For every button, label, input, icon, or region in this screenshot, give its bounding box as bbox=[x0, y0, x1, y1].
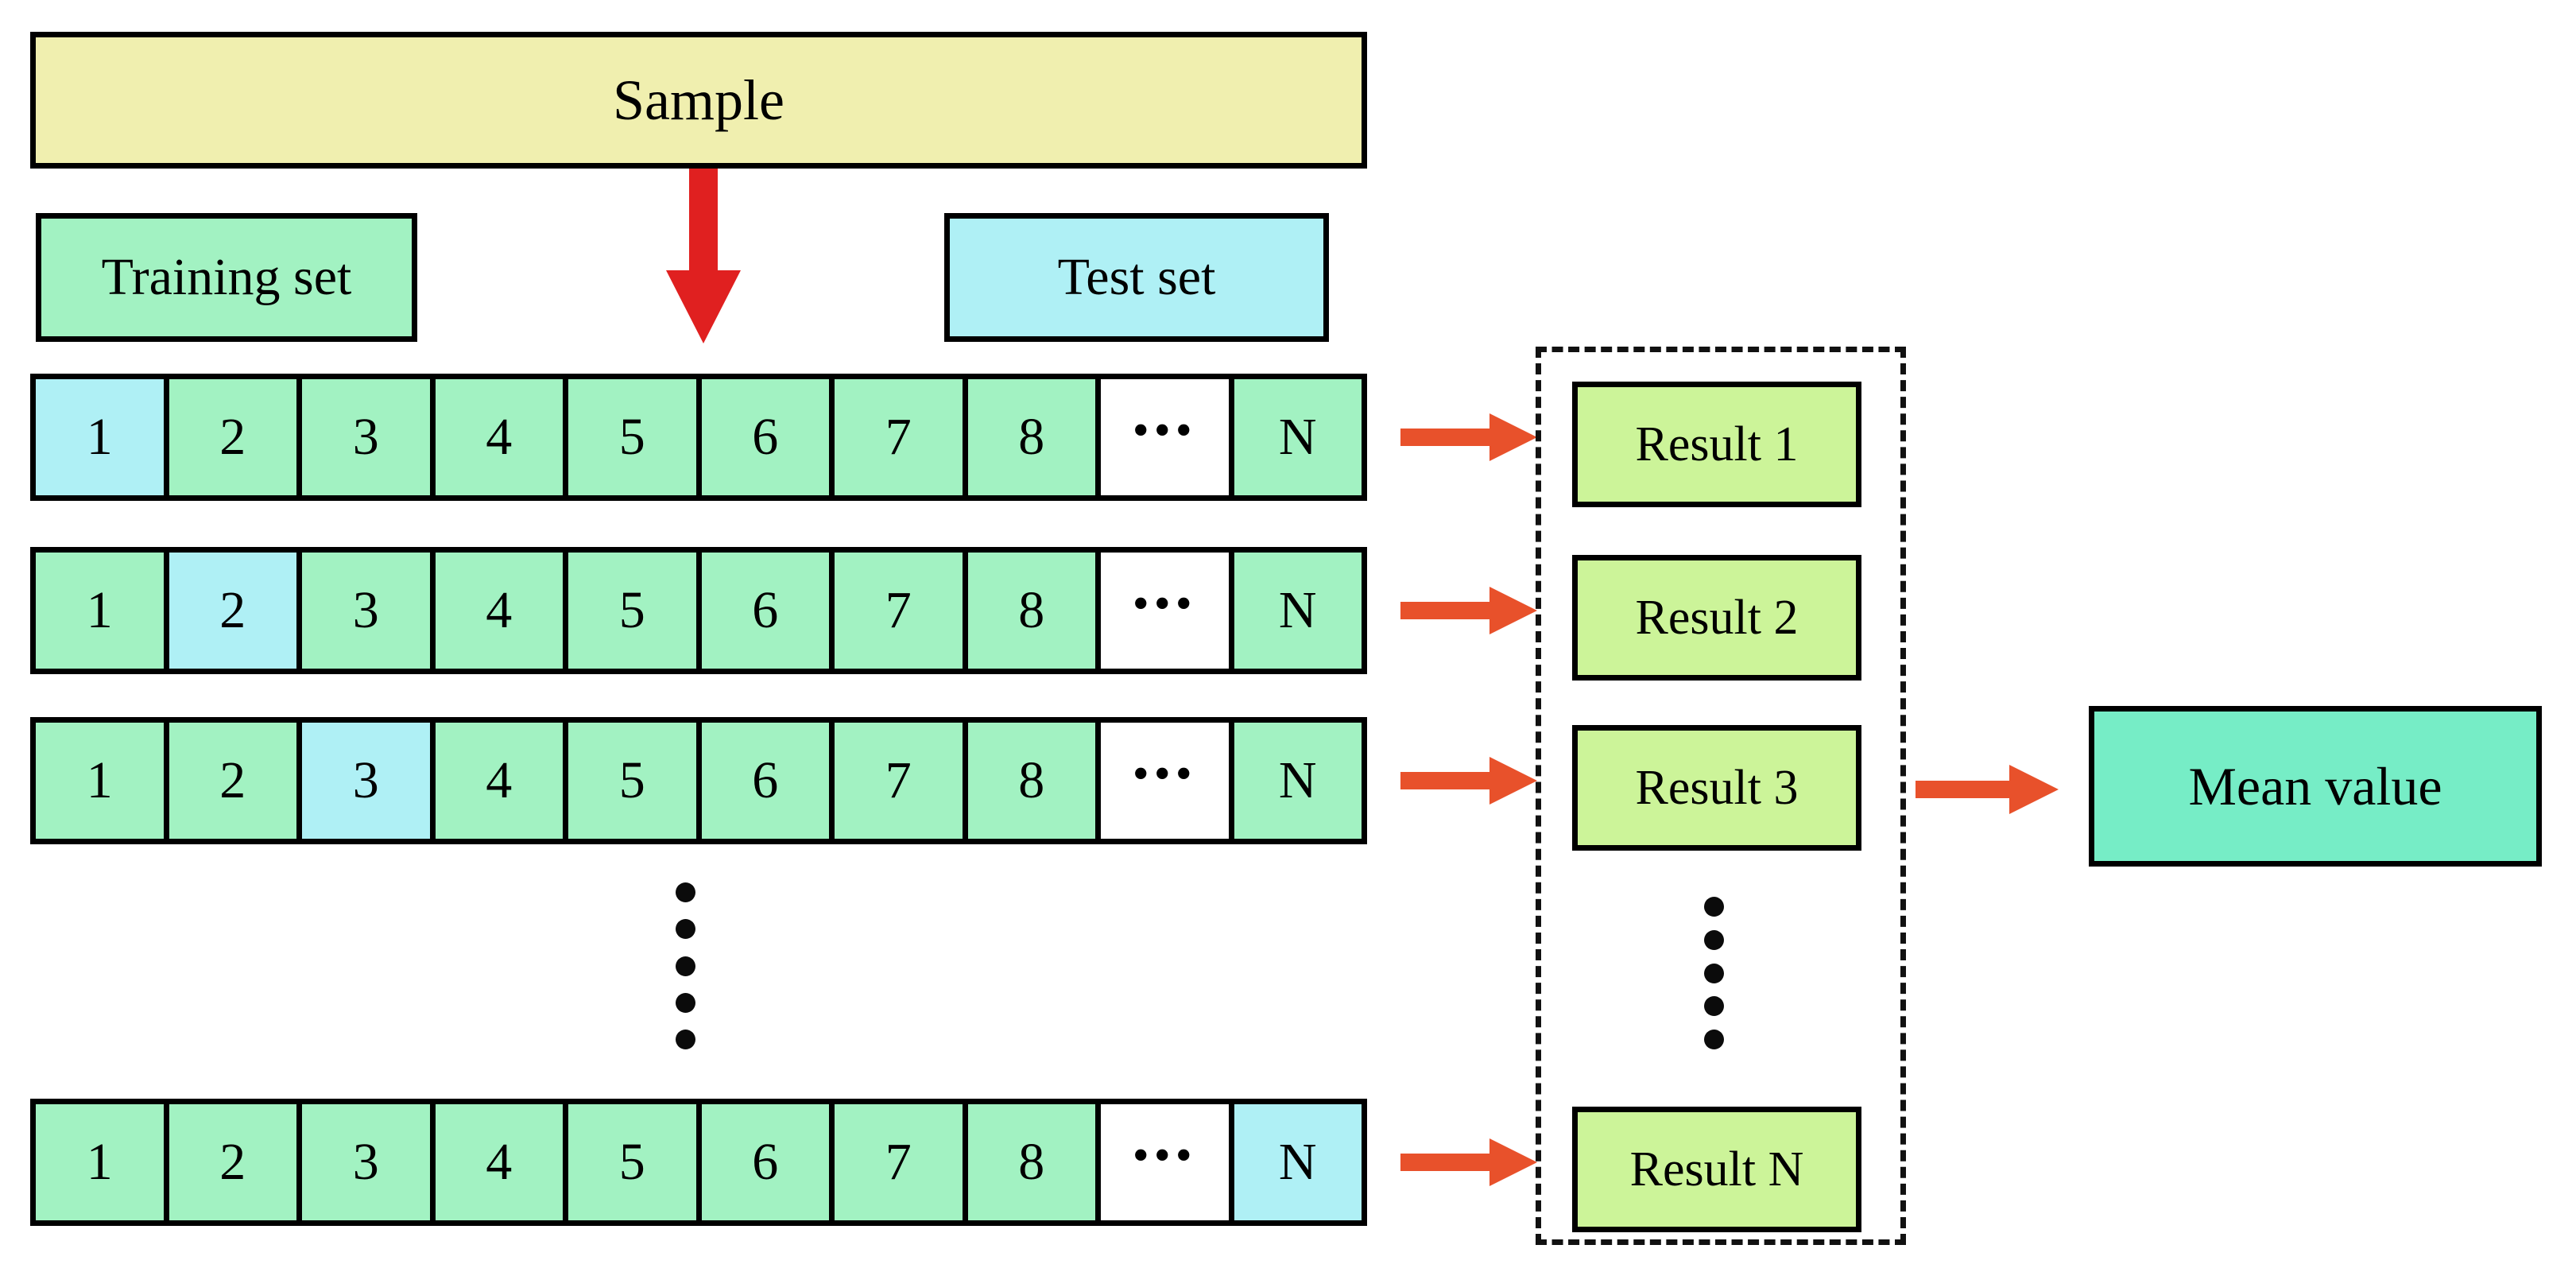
fold-cell: N bbox=[1234, 553, 1362, 669]
fold-cell: 4 bbox=[435, 723, 568, 839]
fold-cell: ••• bbox=[1101, 553, 1234, 669]
fold-cell: N bbox=[1234, 379, 1362, 495]
mean-value-box: Mean value bbox=[2089, 706, 2542, 867]
flow-arrow-mean bbox=[1916, 765, 2059, 814]
fold-cell: 5 bbox=[568, 1104, 702, 1220]
ellipsis-dot bbox=[675, 1030, 695, 1049]
flow-arrow-row-n bbox=[1400, 1138, 1537, 1186]
sample-label: Sample bbox=[613, 68, 784, 132]
fold-cell: 5 bbox=[568, 553, 702, 669]
rows-vertical-ellipsis bbox=[669, 882, 701, 1049]
fold-cell: 5 bbox=[568, 723, 702, 839]
fold-cell: 4 bbox=[435, 553, 568, 669]
fold-cell: N bbox=[1234, 1104, 1362, 1220]
results-vertical-ellipsis bbox=[1698, 897, 1730, 1049]
fold-cell: 8 bbox=[967, 723, 1101, 839]
test-set-label: Test set bbox=[1057, 248, 1216, 306]
flow-arrow-row-1 bbox=[1400, 413, 1537, 461]
fold-cell: 2 bbox=[169, 1104, 302, 1220]
fold-cell: 2 bbox=[169, 379, 302, 495]
fold-cell: 3 bbox=[302, 379, 436, 495]
fold-cell: 2 bbox=[169, 723, 302, 839]
test-set-legend: Test set bbox=[944, 213, 1329, 342]
fold-cell: ••• bbox=[1101, 1104, 1234, 1220]
ellipsis-dot bbox=[1703, 963, 1724, 983]
fold-cell: N bbox=[1234, 723, 1362, 839]
fold-cell: 3 bbox=[302, 1104, 436, 1220]
fold-cell: 7 bbox=[835, 723, 968, 839]
fold-cell: 3 bbox=[302, 723, 436, 839]
fold-cell: 4 bbox=[435, 379, 568, 495]
ellipsis-dot bbox=[675, 919, 695, 940]
mean-value-label: Mean value bbox=[2188, 756, 2442, 816]
result-label-1: Result 1 bbox=[1635, 417, 1799, 471]
result-label-3: Result 3 bbox=[1635, 761, 1799, 815]
result-box-1: Result 1 bbox=[1572, 382, 1861, 507]
fold-cell: 1 bbox=[36, 379, 169, 495]
results-container bbox=[1536, 347, 1906, 1245]
ellipsis-dot bbox=[675, 882, 695, 902]
fold-cell: 1 bbox=[36, 723, 169, 839]
result-label-2: Result 2 bbox=[1635, 591, 1799, 645]
ellipsis-dot bbox=[675, 956, 695, 976]
fold-cell: 6 bbox=[701, 1104, 835, 1220]
ellipsis-dot bbox=[1703, 929, 1724, 950]
flow-arrow-row-3 bbox=[1400, 757, 1537, 805]
fold-cell: 6 bbox=[701, 553, 835, 669]
fold-cell: 7 bbox=[835, 379, 968, 495]
fold-cell: 2 bbox=[169, 553, 302, 669]
fold-cell: 6 bbox=[701, 379, 835, 495]
result-label-n: Result N bbox=[1629, 1142, 1804, 1196]
fold-cell: 1 bbox=[36, 1104, 169, 1220]
ellipsis-dot bbox=[675, 992, 695, 1013]
sample-box: Sample bbox=[30, 32, 1367, 169]
ellipsis-dot bbox=[1703, 996, 1724, 1017]
fold-cell: 7 bbox=[835, 1104, 968, 1220]
fold-cell: 8 bbox=[967, 379, 1101, 495]
training-set-legend: Training set bbox=[36, 213, 417, 342]
training-set-label: Training set bbox=[101, 248, 352, 306]
flow-arrow-row-2 bbox=[1400, 587, 1537, 634]
split-down-arrow bbox=[666, 169, 741, 343]
ellipsis-dot bbox=[1703, 897, 1724, 917]
fold-cell: 1 bbox=[36, 553, 169, 669]
fold-cell: 8 bbox=[967, 553, 1101, 669]
fold-cell: 6 bbox=[701, 723, 835, 839]
fold-cell: 3 bbox=[302, 553, 436, 669]
fold-cell: 5 bbox=[568, 379, 702, 495]
fold-cell: ••• bbox=[1101, 723, 1234, 839]
fold-cell: 8 bbox=[967, 1104, 1101, 1220]
fold-cell: ••• bbox=[1101, 379, 1234, 495]
result-box-3: Result 3 bbox=[1572, 725, 1861, 851]
result-box-n: Result N bbox=[1572, 1107, 1861, 1232]
result-box-2: Result 2 bbox=[1572, 555, 1861, 681]
ellipsis-dot bbox=[1703, 1030, 1724, 1049]
fold-cell: 4 bbox=[435, 1104, 568, 1220]
fold-cell: 7 bbox=[835, 553, 968, 669]
